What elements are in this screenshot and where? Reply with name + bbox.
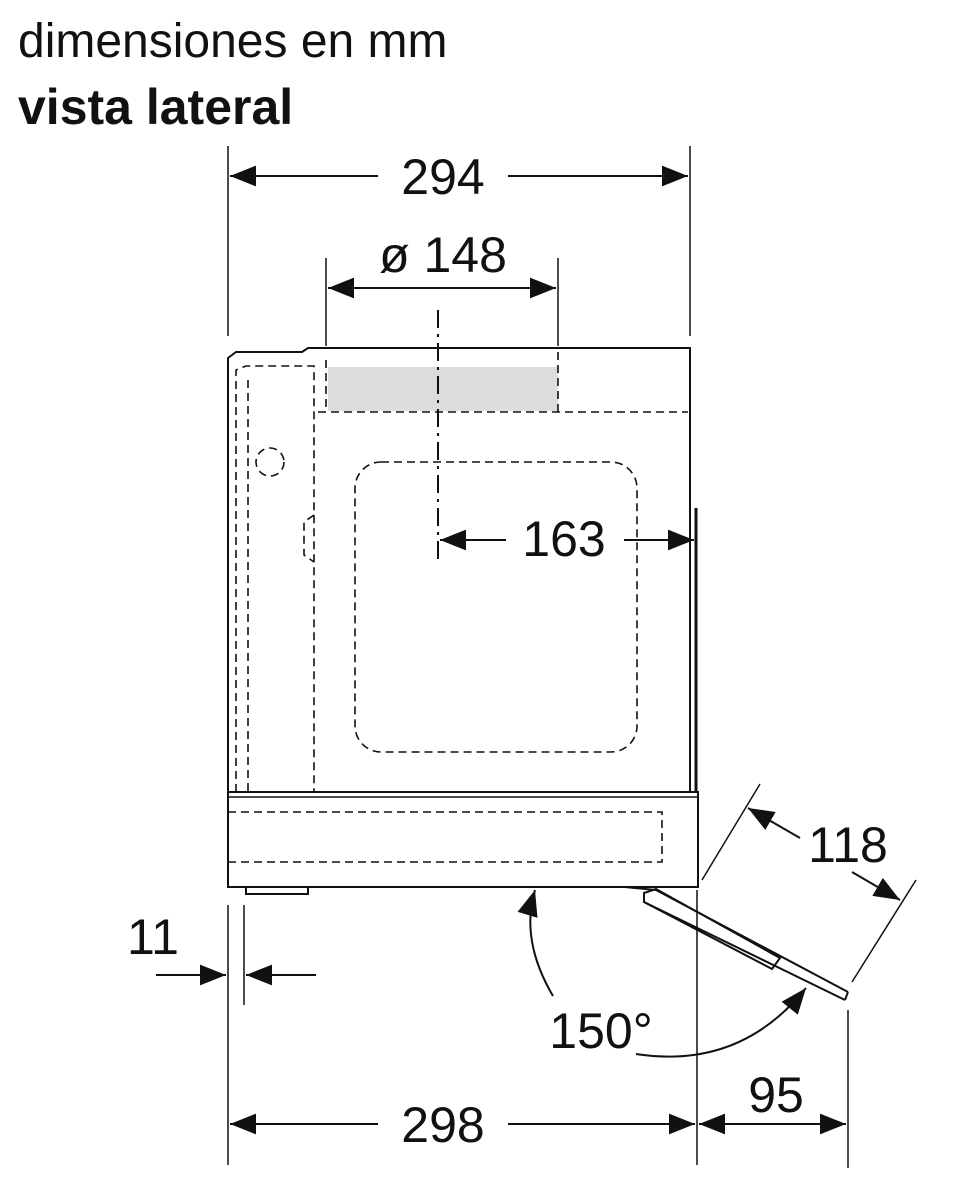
duct-zone	[328, 367, 558, 411]
units-caption: dimensiones en mm	[18, 15, 448, 68]
inner-cavity-hidden	[354, 461, 638, 753]
left-frame-hidden	[235, 365, 315, 792]
base-plinth	[227, 791, 699, 888]
socket-hidden	[255, 447, 285, 477]
ext-line-flap-hinge	[701, 783, 761, 881]
appliance-body-outline	[227, 347, 691, 793]
dim-label-163: 163	[522, 511, 605, 567]
dim-label-11: 11	[127, 909, 179, 965]
dim-label-294: 294	[401, 149, 484, 205]
dim-label-95: 95	[748, 1067, 804, 1123]
open-flap	[624, 886, 849, 1001]
view-title: vista lateral	[18, 79, 294, 135]
ext-line-flap-end	[851, 879, 917, 983]
angle-arc-150	[517, 889, 554, 997]
dim-label-148: ø 148	[379, 227, 507, 283]
dim-line-118-lower	[851, 871, 901, 901]
dim-line-118-upper	[747, 807, 801, 839]
dim-label-298: 298	[401, 1097, 484, 1153]
base-drawer-hidden	[227, 811, 663, 863]
side-notch-hidden	[303, 514, 315, 563]
dim-label-150-degrees: 150°	[549, 1003, 652, 1059]
angle-arc-150-lower	[635, 987, 807, 1058]
foot	[245, 886, 309, 895]
dim-label-118: 118	[808, 817, 888, 873]
